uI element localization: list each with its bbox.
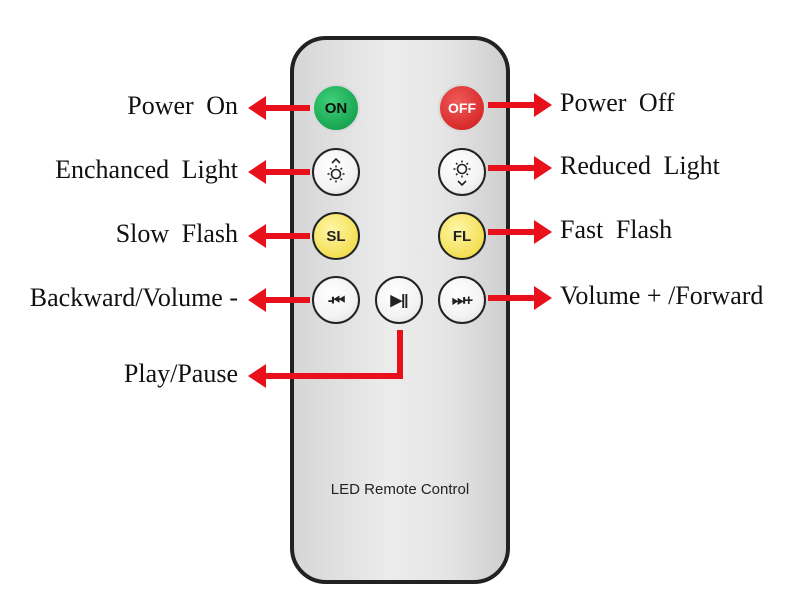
skip-forward-icon: ⏭+ bbox=[451, 291, 473, 309]
arrowhead-forward bbox=[534, 286, 552, 310]
remote-caption: LED Remote Control bbox=[330, 481, 470, 498]
brightness-down-button[interactable] bbox=[438, 148, 486, 196]
arrowhead-power-on bbox=[248, 96, 266, 120]
label-power-on: Power On bbox=[127, 91, 238, 120]
label-power-off: Power Off bbox=[560, 88, 675, 117]
arrow-play-pause bbox=[262, 330, 403, 379]
play-pause-button[interactable]: ▶|| bbox=[375, 276, 423, 324]
label-play-pause: Play/Pause bbox=[123, 359, 238, 388]
label-fast-flash: Fast Flash bbox=[560, 215, 673, 244]
backward-button[interactable]: -⏮ bbox=[312, 276, 360, 324]
arrowhead-fast-flash bbox=[534, 220, 552, 244]
label-slow-flash: Slow Flash bbox=[115, 219, 238, 248]
fast-flash-button-text: FL bbox=[452, 227, 472, 245]
arrowhead-reduced-light bbox=[534, 156, 552, 180]
label-volume-forward: Volume + /Forward bbox=[560, 281, 764, 310]
power-off-button[interactable]: OFF bbox=[438, 84, 486, 132]
brightness-down-icon bbox=[453, 160, 471, 187]
slow-flash-button[interactable]: SL bbox=[312, 212, 360, 260]
power-on-button[interactable]: ON bbox=[312, 84, 360, 132]
label-reduced-light: Reduced Light bbox=[560, 151, 720, 180]
label-backward-volume: Backward/Volume - bbox=[29, 283, 238, 312]
arrowhead-backward bbox=[248, 288, 266, 312]
power-on-button-text: ON bbox=[324, 99, 348, 117]
label-enhanced-light: Enchanced Light bbox=[55, 155, 238, 184]
play-pause-icon: ▶|| bbox=[390, 292, 409, 309]
arrowhead-slow-flash bbox=[248, 224, 266, 248]
brightness-up-icon bbox=[327, 157, 345, 183]
forward-button[interactable]: ⏭+ bbox=[438, 276, 486, 324]
arrowhead-play-pause bbox=[248, 364, 266, 388]
arrowhead-power-off bbox=[534, 93, 552, 117]
fast-flash-button[interactable]: FL bbox=[438, 212, 486, 260]
power-off-button-text: OFF bbox=[448, 100, 476, 116]
arrowhead-enhanced-light bbox=[248, 160, 266, 184]
brightness-up-button[interactable] bbox=[312, 148, 360, 196]
slow-flash-button-text: SL bbox=[326, 227, 346, 245]
skip-back-icon: -⏮ bbox=[327, 291, 345, 309]
